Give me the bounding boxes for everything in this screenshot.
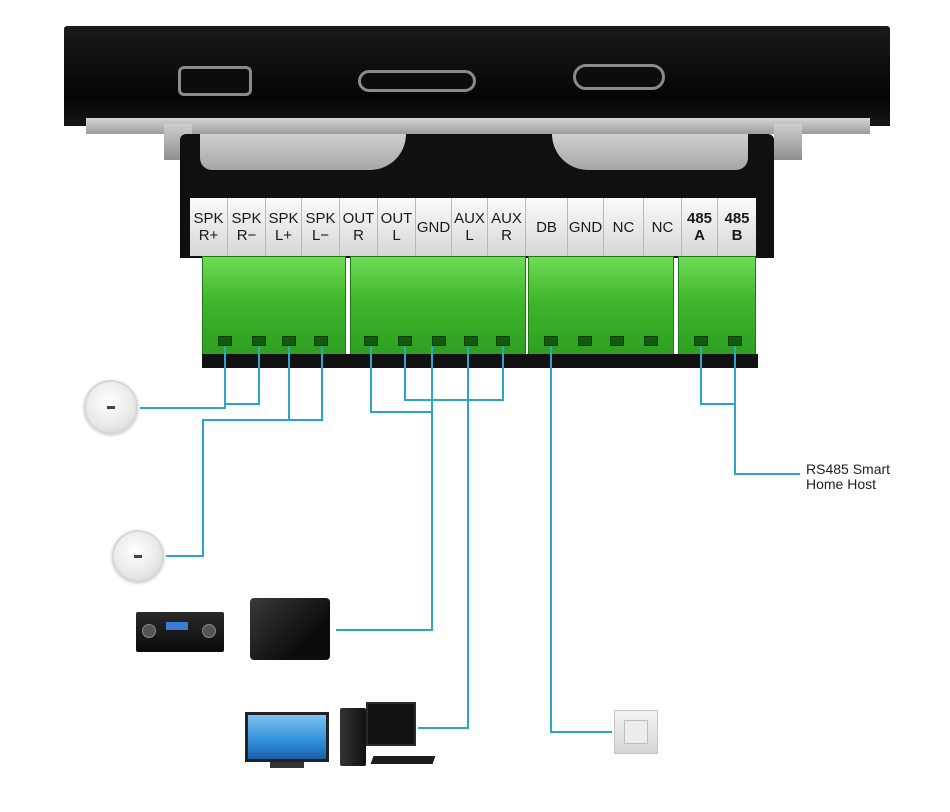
terminal-label-spk-l-plus: SPK L+: [266, 198, 302, 256]
usb-port: [573, 64, 665, 90]
card-slot: [358, 70, 476, 92]
amplifier-icon: [136, 612, 224, 652]
wire-doorbell: [550, 346, 612, 733]
terminal-label-aux-r: AUX R: [488, 198, 526, 256]
terminal-socket[interactable]: [218, 336, 232, 346]
terminal-label-out-l: OUT L: [378, 198, 416, 256]
terminal-socket[interactable]: [578, 336, 592, 346]
keyboard-icon: [370, 756, 436, 764]
terminal-label-aux-l: AUX L: [452, 198, 488, 256]
terminal-socket[interactable]: [314, 336, 328, 346]
housing-tab-left: [200, 134, 406, 170]
monitor-stand: [270, 762, 304, 768]
terminal-label-nc-2: NC: [644, 198, 682, 256]
terminal-socket[interactable]: [432, 336, 446, 346]
terminal-socket[interactable]: [364, 336, 378, 346]
terminal-label-485-b: 485 B: [724, 210, 750, 244]
subwoofer-icon: [250, 598, 330, 660]
terminal-socket[interactable]: [398, 336, 412, 346]
terminal-block-rs485: [678, 256, 756, 356]
terminal-socket[interactable]: [694, 336, 708, 346]
terminal-socket[interactable]: [610, 336, 624, 346]
terminal-label-spk-r-minus: SPK R−: [228, 198, 266, 256]
speaker-icon: [84, 380, 138, 434]
terminal-label-gnd-2: GND: [568, 198, 604, 256]
terminal-block-base: [202, 354, 758, 368]
terminal-label-nc-1: NC: [604, 198, 644, 256]
terminal-socket[interactable]: [728, 336, 742, 346]
wire-amplifier: [336, 346, 433, 631]
terminal-socket[interactable]: [644, 336, 658, 346]
wire-speaker-2: [166, 346, 323, 557]
doorbell-icon: [614, 710, 658, 754]
wire-speaker-1: [140, 346, 260, 409]
desktop-computer-icon: [340, 708, 366, 766]
terminal-label-strip: [190, 198, 756, 256]
computer-screen-icon: [366, 702, 416, 746]
hdmi-port: [178, 66, 252, 96]
terminal-socket[interactable]: [282, 336, 296, 346]
terminal-socket[interactable]: [464, 336, 478, 346]
terminal-socket[interactable]: [544, 336, 558, 346]
wire-computer: [404, 346, 504, 729]
terminal-label-485-a: 485 A: [682, 198, 718, 256]
speaker-icon: [112, 530, 164, 582]
terminal-label-gnd-1: GND: [416, 198, 452, 256]
terminal-socket[interactable]: [496, 336, 510, 346]
terminal-label-db: DB: [526, 198, 568, 256]
terminal-label-out-r: OUT R: [340, 198, 378, 256]
mounting-bracket-right: [774, 124, 802, 160]
rs485-host-label: RS485 Smart Home Host: [806, 461, 891, 492]
monitor-icon: [245, 712, 329, 762]
terminal-label-spk-l-minus: SPK L−: [302, 198, 340, 256]
housing-tab-right: [552, 134, 748, 170]
panel-bezel: [86, 118, 870, 134]
wire-rs485: [700, 346, 800, 475]
terminal-socket[interactable]: [252, 336, 266, 346]
terminal-label-spk-r-plus: SPK R+: [190, 198, 228, 256]
